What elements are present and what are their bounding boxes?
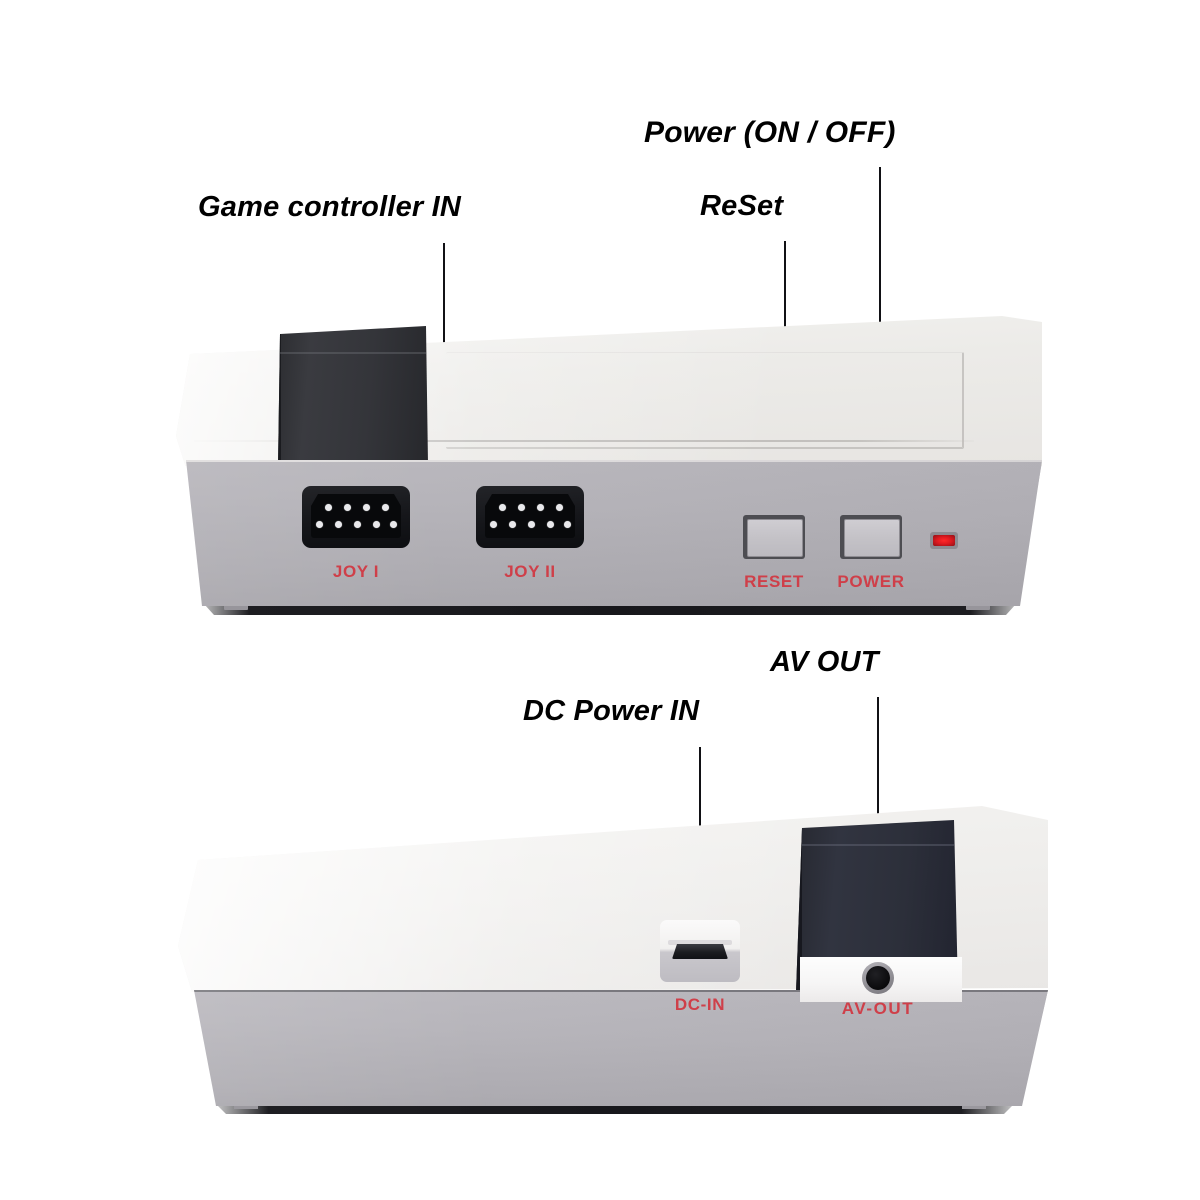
callout-label-power-on-off: Power (ON / OFF) [644, 116, 896, 149]
power-button[interactable] [840, 515, 902, 559]
joy1-port-caption: JOY I [332, 562, 380, 581]
power-button-caption: POWER [837, 572, 905, 591]
callout-label-reset: ReSet [700, 190, 784, 222]
joy1-pin [354, 521, 361, 528]
joy1-port[interactable] [302, 486, 410, 548]
power-led-indicator [930, 532, 958, 549]
console-front-view: JOY I JOY II RESET POWER [176, 310, 1042, 622]
joy2-pin [556, 504, 563, 511]
reset-button[interactable] [743, 515, 805, 559]
callout-label-av-out: AV OUT [770, 646, 879, 678]
reset-button-cap [747, 519, 803, 557]
joy2-pin [547, 521, 554, 528]
joy2-pin [537, 504, 544, 511]
callout-label-game-controller-in: Game controller IN [198, 191, 462, 223]
console-rear-panel [194, 990, 1048, 1106]
power-led-core [933, 535, 955, 546]
cartridge-flap-seam-front [280, 352, 426, 354]
joy2-port-recess [485, 494, 575, 538]
joy2-pin [490, 521, 497, 528]
cartridge-slot-flap-front[interactable] [278, 326, 428, 466]
cartridge-flap-edge-rear [796, 828, 802, 992]
callout-label-dc-power-in: DC Power IN [523, 695, 700, 727]
joy2-pin [564, 521, 571, 528]
console-front-panel-top-edge [186, 460, 1042, 462]
joy2-port-caption: JOY II [504, 562, 556, 581]
joy2-pin [499, 504, 506, 511]
console-rear-panel-highlight [194, 990, 1048, 1106]
dc-in-port[interactable] [672, 944, 728, 959]
joy2-pin [509, 521, 516, 528]
joy1-pin [316, 521, 323, 528]
joy1-pin [325, 504, 332, 511]
console-front-shadow [204, 604, 1016, 615]
av-out-jack[interactable] [862, 962, 894, 994]
joy1-pin [382, 504, 389, 511]
cartridge-flap-edge-front [278, 334, 281, 466]
joy1-pin [373, 521, 380, 528]
joy1-pin [363, 504, 370, 511]
dc-in-caption: DC-IN [674, 995, 726, 1014]
power-button-cap [844, 519, 900, 557]
cartridge-flap-seam-rear [802, 844, 954, 846]
reset-button-caption: RESET [744, 572, 804, 591]
console-front-lid-panel-seam [446, 352, 964, 449]
joy2-pin [528, 521, 535, 528]
console-rear-shadow [216, 1104, 1014, 1114]
av-out-jack-hole [866, 966, 890, 990]
joy1-port-recess [311, 494, 401, 538]
joy2-port[interactable] [476, 486, 584, 548]
dc-in-port-lip [668, 940, 732, 945]
av-out-caption: AV-OUT [841, 999, 915, 1018]
joy2-pin [518, 504, 525, 511]
console-rear-panel-top-edge [194, 990, 1048, 992]
joy1-pin [390, 521, 397, 528]
joy1-pin [335, 521, 342, 528]
joy1-pin [344, 504, 351, 511]
